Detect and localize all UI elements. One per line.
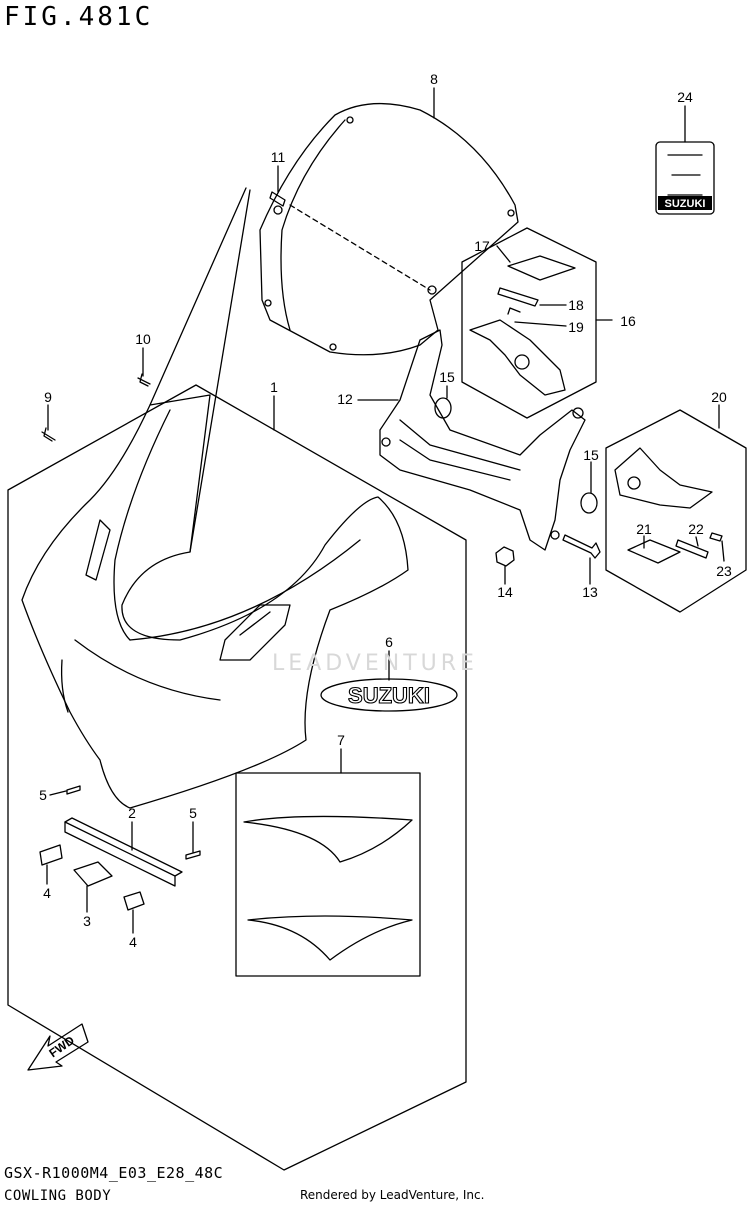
callout-15: 15 xyxy=(583,447,599,463)
kit-16-box xyxy=(461,227,597,419)
suzuki-decal-text: SUZUKI xyxy=(348,683,430,708)
callout-5: 5 xyxy=(189,805,197,821)
upper-cowling xyxy=(21,394,409,809)
emblem-text: SUZUKI xyxy=(665,198,706,210)
callout-3: 3 xyxy=(83,913,91,929)
callout-2: 2 xyxy=(128,805,136,821)
callout-21: 21 xyxy=(636,521,652,537)
section-name: COWLING BODY xyxy=(4,1188,112,1204)
callout-11: 11 xyxy=(271,149,286,165)
suzuki-decal xyxy=(320,678,458,712)
callout-24: 24 xyxy=(677,89,693,105)
callout-19: 19 xyxy=(568,319,584,335)
callout-16: 16 xyxy=(620,313,636,329)
callout-10: 10 xyxy=(135,331,151,347)
callout-4: 4 xyxy=(43,885,51,901)
callout-12: 12 xyxy=(337,391,353,407)
windscreen xyxy=(259,102,519,356)
callout-13: 13 xyxy=(582,584,598,600)
watermark: LEADVENTURE xyxy=(272,651,478,676)
callout-15: 15 xyxy=(439,369,455,385)
cowling-outline xyxy=(7,384,467,1171)
callout-4: 4 xyxy=(129,934,137,950)
callout-23: 23 xyxy=(716,563,732,579)
model-code: GSX-R1000M4_E03_E28_48C xyxy=(4,1164,224,1182)
callout-7: 7 xyxy=(337,732,345,748)
decal-kit-box xyxy=(235,772,421,977)
callout-8: 8 xyxy=(430,71,438,87)
callout-9: 9 xyxy=(44,389,52,405)
callout-17: 17 xyxy=(474,238,490,254)
figure-title: FIG.481C xyxy=(4,2,154,32)
callout-1: 1 xyxy=(270,379,278,395)
kit-20-box xyxy=(605,409,747,613)
meter-bracket xyxy=(379,329,586,551)
callout-18: 18 xyxy=(568,297,584,313)
callout-5: 5 xyxy=(39,787,47,803)
callout-6: 6 xyxy=(385,634,393,650)
stay-2 xyxy=(64,821,176,887)
fwd-arrow xyxy=(27,1023,89,1071)
callout-22: 22 xyxy=(688,521,704,537)
callout-14: 14 xyxy=(497,584,513,600)
callout-20: 20 xyxy=(711,389,727,405)
fwd-text: FWD xyxy=(46,1033,77,1060)
credit-line: Rendered by LeadVenture, Inc. xyxy=(300,1188,485,1202)
